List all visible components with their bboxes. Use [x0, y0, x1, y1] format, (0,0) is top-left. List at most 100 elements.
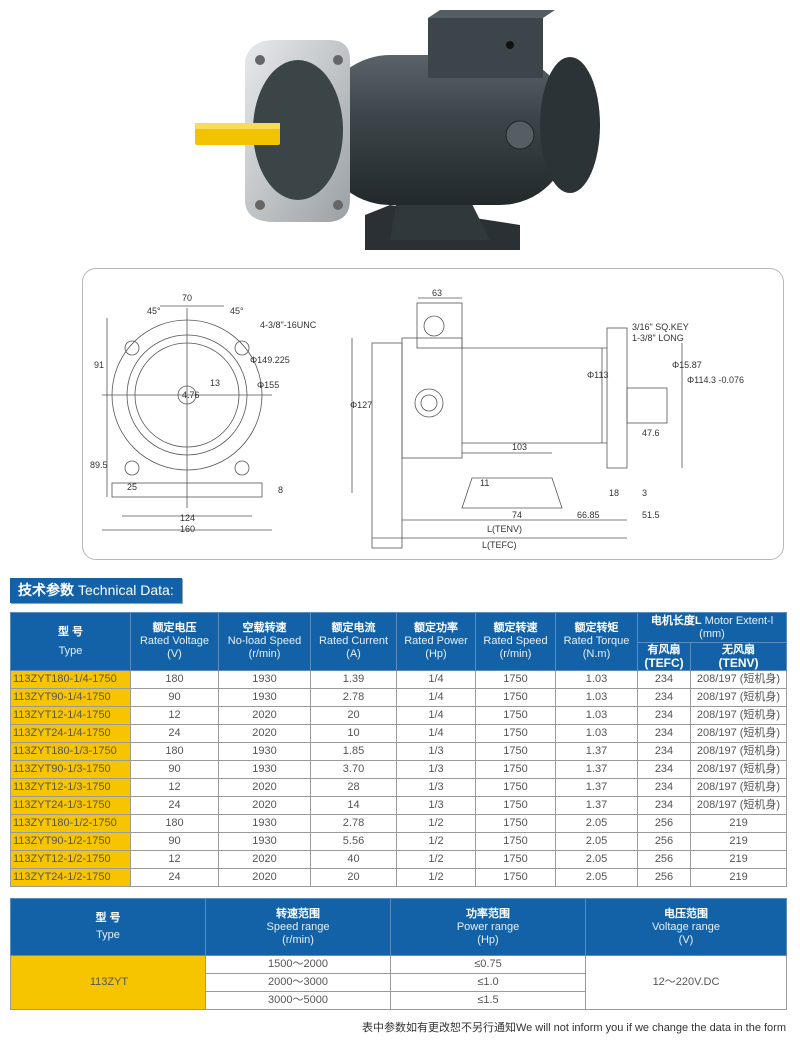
tenv-length-cell: 208/197 (短机身): [689, 778, 788, 797]
speed-cell: 1750: [475, 778, 556, 797]
noload-speed-cell: 1930: [218, 742, 311, 761]
noload-speed-cell: 2020: [218, 724, 311, 743]
col-length: 电机长度L Motor Extent-l(mm): [636, 612, 788, 643]
torque-cell: 1.37: [555, 742, 638, 761]
voltage-cell: 180: [130, 742, 219, 761]
dim-label: 11: [480, 478, 489, 488]
type-cell: 113ZYT180-1/2-1750: [10, 814, 131, 833]
type-cell: 113ZYT90-1/3-1750: [10, 760, 131, 779]
noload-speed-cell: 2020: [218, 796, 311, 815]
voltage-cell: 12: [130, 850, 219, 869]
tenv-length-cell: 219: [689, 814, 788, 833]
tenv-length-cell: 208/197 (短机身): [689, 760, 788, 779]
dim-label: 4.76: [182, 390, 200, 400]
power-range-cell: ≤1.5: [390, 991, 586, 1010]
tefc-length-cell: 234: [637, 796, 691, 815]
type-cell: 113ZYT12-1/3-1750: [10, 778, 131, 797]
noload-speed-cell: 2020: [218, 868, 311, 887]
tefc-length-cell: 256: [637, 832, 691, 851]
tenv-length-cell: 208/197 (短机身): [689, 796, 788, 815]
noload-speed-cell: 1930: [218, 760, 311, 779]
tefc-length-cell: 234: [637, 706, 691, 725]
speed-cell: 1750: [475, 760, 556, 779]
speed-cell: 1750: [475, 814, 556, 833]
current-cell: 2.78: [310, 814, 397, 833]
voltage-cell: 24: [130, 724, 219, 743]
drawing-panel: [82, 268, 784, 560]
dim-label: 51.5: [642, 510, 660, 520]
type-cell: 113ZYT180-1/4-1750: [10, 670, 131, 689]
tenv-length-cell: 219: [689, 868, 788, 887]
dimension-drawing: 70 45° 45° 4-3/8"-16UNC Φ149.225 Φ155 4.…: [90, 288, 744, 550]
power-cell: 1/2: [396, 850, 476, 869]
voltage-cell: 90: [130, 760, 219, 779]
noload-speed-cell: 1930: [218, 832, 311, 851]
dim-label: Φ149.225: [250, 355, 290, 365]
table-row: 113ZYT 1500～2000 ≤0.75 12～220V.DC: [10, 955, 787, 1010]
current-cell: 14: [310, 796, 397, 815]
torque-cell: 1.03: [555, 670, 638, 689]
torque-cell: 1.03: [555, 688, 638, 707]
speed-cell: 1750: [475, 724, 556, 743]
dim-label: 74: [512, 510, 522, 520]
dim-label: Φ114.3 -0.076: [687, 375, 744, 385]
type-cell: 113ZYT180-1/3-1750: [10, 742, 131, 761]
noload-speed-cell: 1930: [218, 670, 311, 689]
col-tenv: 无风扇(TENV): [689, 642, 788, 671]
type-cell: 113ZYT90-1/4-1750: [10, 688, 131, 707]
tefc-length-cell: 256: [637, 850, 691, 869]
power-cell: 1/2: [396, 814, 476, 833]
power-cell: 1/3: [396, 742, 476, 761]
current-cell: 3.70: [310, 760, 397, 779]
torque-cell: 1.37: [555, 760, 638, 779]
dim-label: 66.85: [577, 510, 600, 520]
type-cell: 113ZYT12-1/2-1750: [10, 850, 131, 869]
power-range-cell: ≤1.0: [390, 973, 586, 992]
table-row: 2000～3000 ≤1.0: [11, 973, 787, 992]
tefc-length-cell: 234: [637, 670, 691, 689]
noload-speed-cell: 1930: [218, 688, 311, 707]
dim-label: 45°: [230, 306, 244, 316]
current-cell: 40: [310, 850, 397, 869]
dim-label: 160: [180, 524, 195, 534]
torque-cell: 1.03: [555, 724, 638, 743]
voltage-range-cell: 12～220V.DC: [585, 955, 787, 1010]
type-cell: 113ZYT24-1/4-1750: [10, 724, 131, 743]
dim-label: 13: [210, 378, 220, 388]
dim-label: 4-3/8"-16UNC: [260, 320, 317, 330]
tefc-length-cell: 234: [637, 742, 691, 761]
tenv-length-cell: 208/197 (短机身): [689, 724, 788, 743]
speed-cell: 1750: [475, 706, 556, 725]
current-cell: 1.39: [310, 670, 397, 689]
power-cell: 1/4: [396, 724, 476, 743]
col-tefc: 有风扇(TEFC): [637, 642, 691, 671]
tenv-length-cell: 208/197 (短机身): [689, 688, 788, 707]
current-cell: 28: [310, 778, 397, 797]
speed-cell: 1750: [475, 832, 556, 851]
power-cell: 1/2: [396, 832, 476, 851]
speed-range-cell: 2000～3000: [205, 973, 391, 992]
speed-cell: 1750: [475, 670, 556, 689]
torque-cell: 1.37: [555, 796, 638, 815]
dim-label: 1-3/8" LONG: [632, 333, 684, 343]
power-cell: 1/4: [396, 670, 476, 689]
type-cell: 113ZYT24-1/3-1750: [10, 796, 131, 815]
dim-label: 89.5: [90, 460, 108, 470]
noload-speed-cell: 2020: [218, 706, 311, 725]
tefc-length-cell: 256: [637, 868, 691, 887]
dim-label: 124: [180, 513, 195, 523]
type-cell: 113ZYT90-1/2-1750: [10, 832, 131, 851]
